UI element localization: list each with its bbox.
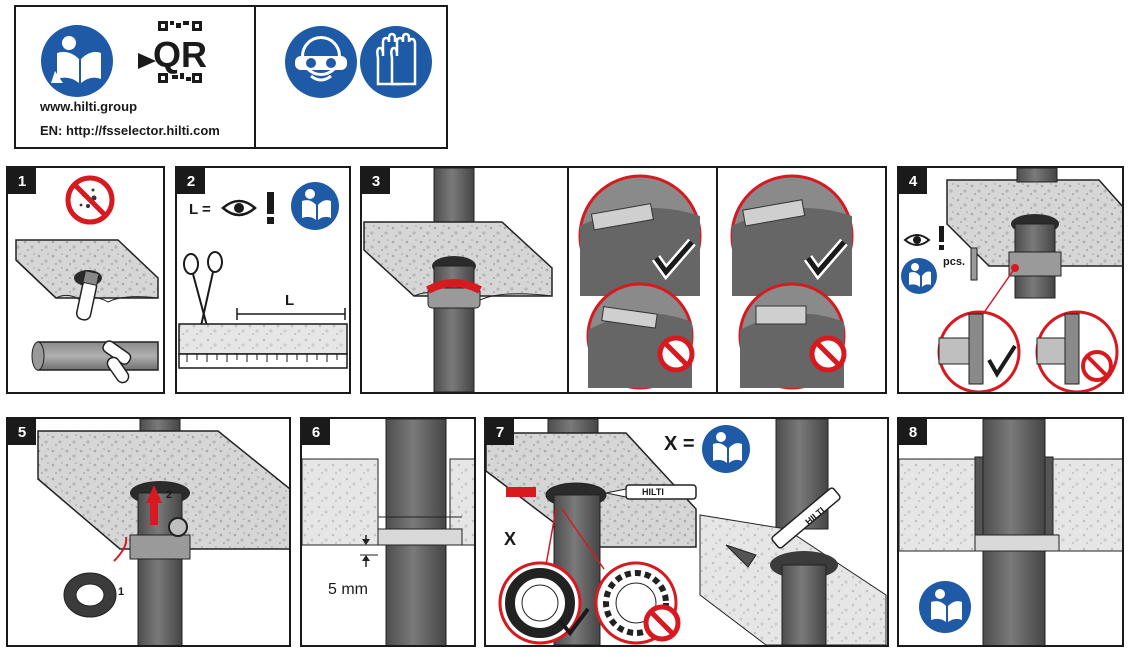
step-3-panel: 3 [360, 166, 887, 394]
arrow-right-icon [138, 53, 156, 69]
step-8-panel: 8 [897, 417, 1124, 647]
step-6-panel: 6 5 mm [300, 417, 476, 647]
arrow-label-2: 2 [166, 489, 173, 501]
strip-icon [970, 247, 978, 281]
prohibited-icon [1081, 350, 1113, 382]
detail-wrong-1 [586, 282, 695, 390]
step-number: 4 [899, 168, 927, 194]
slab-with-collar [946, 168, 1122, 315]
read-manual-icon [41, 25, 113, 97]
exclamation-icon [939, 226, 944, 242]
header-divider [254, 7, 256, 147]
dimension-line [236, 308, 346, 320]
step-5-panel: 5 1 2 [6, 417, 291, 647]
detail-wrong [594, 561, 681, 645]
gap-label: 5 mm [328, 581, 368, 598]
length-label: L [285, 292, 295, 309]
detail-correct [937, 310, 1021, 392]
step-1-panel: 1 [6, 166, 165, 394]
slab-view-right [699, 419, 887, 645]
detail-wrong-2 [738, 282, 847, 390]
step-number: 3 [362, 168, 390, 194]
pipe-through-slab [363, 168, 553, 392]
header-panel: QR www.hilti.group EN: http://fsselector… [14, 5, 448, 149]
x-formula: X = [664, 433, 695, 455]
step-7-panel: 7 [484, 417, 889, 647]
prohibited-icon [643, 604, 681, 642]
goggles-icon [285, 26, 357, 98]
tape-roll-icon [63, 572, 117, 618]
checkmark-icon [653, 240, 694, 277]
arrow-label-1: 1 [118, 586, 125, 598]
prohibited-icon [657, 335, 695, 373]
website-link[interactable]: www.hilti.group [40, 99, 138, 114]
step-number: 8 [899, 419, 927, 445]
red-label-tag [506, 487, 536, 497]
concrete-slab [15, 239, 159, 303]
qr-label: QR [153, 34, 207, 75]
selector-link[interactable]: EN: http://fsselector.hilti.com [40, 123, 220, 138]
sealant-cartridge-1 [605, 484, 697, 500]
checkmark-icon [805, 240, 846, 277]
exclamation-icon [267, 192, 274, 224]
read-manual-icon [291, 182, 339, 230]
x-label: X [504, 529, 517, 549]
slab-underside [37, 419, 289, 645]
read-manual-icon [901, 258, 937, 294]
header-graphics: QR [41, 21, 432, 98]
step-4-panel: 4 [897, 166, 1124, 394]
eye-icon [221, 199, 257, 217]
detail-correct-2 [730, 174, 854, 298]
pipe-horizontal [31, 340, 159, 384]
brand-label-1: HILTI [642, 487, 664, 497]
gloves-icon [360, 26, 432, 98]
read-manual-icon [702, 425, 750, 473]
step-3-divider-1 [567, 168, 569, 392]
detail-wrong [1035, 310, 1119, 392]
step-number: 7 [486, 419, 514, 445]
tape-strip [178, 323, 348, 369]
brush-icon [75, 270, 100, 321]
section-view [302, 419, 474, 645]
pcs-label: pcs. [943, 256, 966, 268]
step-number: 6 [302, 419, 330, 445]
qr-code-icon [158, 21, 202, 83]
no-dust-icon [65, 175, 115, 225]
read-manual-icon [919, 581, 971, 633]
scissors-icon [183, 251, 223, 327]
detail-correct-1 [578, 174, 702, 298]
checkmark-icon [558, 607, 590, 637]
checkmark-icon [987, 344, 1017, 378]
red-curve-arrow [113, 536, 128, 562]
step-number: 5 [8, 419, 36, 445]
prohibited-icon [809, 335, 847, 373]
step-number: 2 [177, 168, 205, 194]
step-3-divider-2 [716, 168, 718, 392]
step-2-panel: 2 L = [175, 166, 351, 394]
step-number: 1 [8, 168, 36, 194]
final-section-view [899, 419, 1122, 645]
length-formula: L = [189, 201, 211, 218]
red-rotation-arrow [426, 279, 482, 294]
eye-icon [903, 234, 931, 246]
detail-correct [498, 561, 590, 645]
